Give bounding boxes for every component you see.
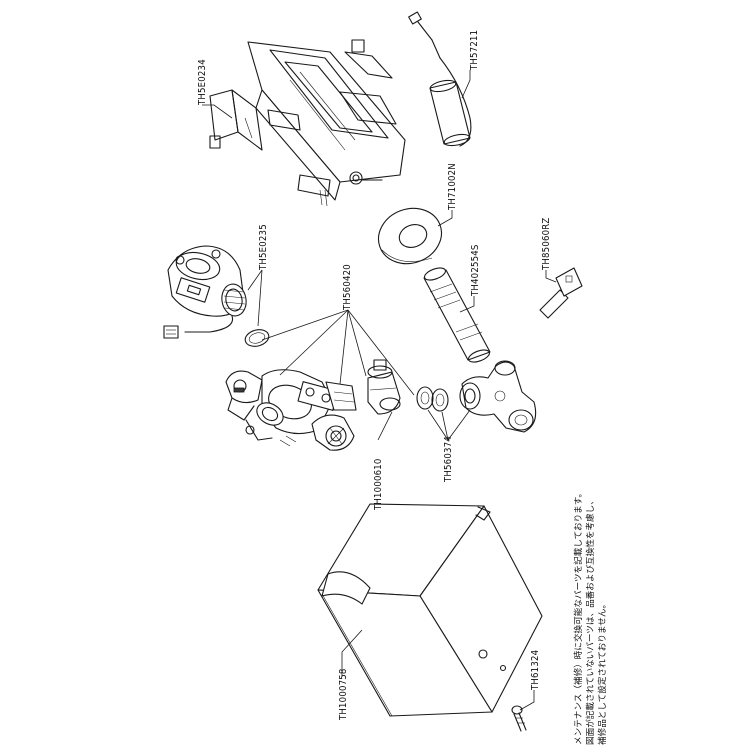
maintenance-notes: メンテナンス（補修）時に交換可能なパーツを記載しております。 図面が記載されてい… — [572, 489, 608, 745]
sensor-cable — [408, 11, 472, 147]
key-tool — [539, 267, 583, 319]
label-TH1000758: TH1000758 — [338, 668, 349, 721]
label-TH61324: TH61324 — [530, 650, 541, 691]
cabinet-cover — [317, 503, 543, 717]
label-TH85060RZ: TH85060RZ — [541, 218, 552, 271]
label-TH560420: TH560420 — [342, 264, 353, 311]
label-TH1000610: TH1000610 — [373, 458, 384, 511]
main-valve-body — [225, 369, 357, 451]
note-line-3: 補修品として設定されておりません。 — [596, 600, 608, 745]
label-TH5E0234: TH5E0234 — [197, 59, 208, 106]
washers — [416, 386, 449, 412]
cover-plate — [377, 207, 443, 265]
o-ring-upper — [244, 329, 270, 347]
leader-lines — [202, 70, 557, 711]
note-line-2: 図面が記載されていないパーツは、品番および互換性を考慮し、 — [584, 496, 596, 745]
screw — [511, 705, 527, 732]
label-TH402554S: TH402554S — [470, 245, 481, 298]
part-labels: TH5E0234 TH57211 TH5E0235 TH71002N TH402… — [197, 30, 552, 721]
solenoid-valve — [163, 245, 247, 339]
label-TH57211: TH57211 — [469, 30, 480, 71]
label-TH560374: TH560374 — [443, 436, 454, 483]
nipple-pipe — [423, 267, 491, 363]
label-TH5E0235: TH5E0235 — [258, 224, 269, 271]
note-line-1: メンテナンス（補修）時に交換可能なパーツを記載しております。 — [572, 489, 584, 745]
label-TH71002N: TH71002N — [447, 163, 458, 211]
elbow-fitting — [459, 360, 537, 433]
strainer-fitting — [367, 359, 401, 415]
control-box-unit — [209, 39, 406, 207]
